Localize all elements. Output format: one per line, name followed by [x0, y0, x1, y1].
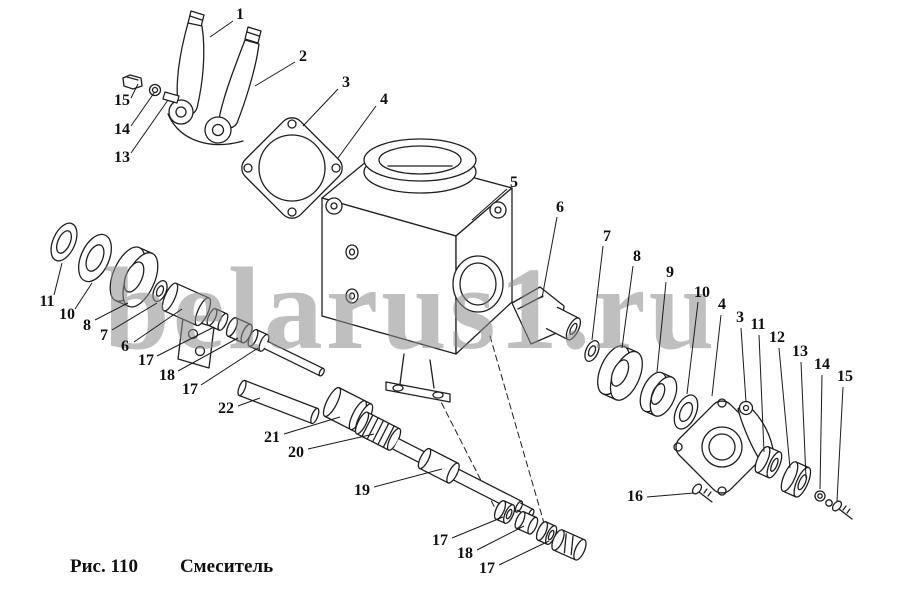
part-callout: 15	[837, 368, 853, 385]
part-callout: 17	[182, 381, 198, 398]
part-callout: 13	[792, 343, 808, 360]
part-callout: 13	[114, 149, 130, 166]
part-callout: 17	[432, 532, 448, 549]
left-ring-stack	[50, 222, 325, 377]
part-callout: 4	[380, 91, 388, 108]
figure-number: Рис. 110	[70, 556, 138, 577]
gasket	[241, 117, 343, 219]
part-callout: 16	[627, 488, 643, 505]
part-callout: 3	[736, 309, 744, 326]
figure-title: Смеситель	[179, 556, 274, 577]
part-callout: 7	[603, 228, 611, 245]
part-callout: 14	[814, 356, 830, 373]
bolt-16	[691, 483, 713, 503]
part-callout: 8	[633, 248, 641, 265]
part-callout: 11	[750, 316, 766, 333]
part-callout: 7	[100, 327, 108, 344]
part-callout: 11	[39, 293, 55, 310]
part-callout: 8	[83, 317, 91, 334]
part-callout: 6	[556, 199, 564, 216]
part-callout: 9	[666, 264, 674, 281]
shaft-19	[392, 438, 535, 518]
figure-caption: Рис. 110 Смеситель	[70, 556, 273, 578]
part-callout: 2	[299, 48, 307, 65]
right-coupling	[511, 286, 582, 345]
part-callout: 4	[718, 296, 726, 313]
housing	[321, 138, 513, 403]
part-callout: 5	[510, 174, 518, 191]
part-callout: 14	[114, 121, 130, 138]
part-callout: 20	[288, 444, 304, 461]
part-callout: 18	[457, 545, 473, 562]
part-callout: 18	[159, 367, 175, 384]
part-callout: 3	[342, 74, 350, 91]
part-callout: 21	[264, 429, 280, 446]
part-callout: 19	[354, 482, 370, 499]
part-callout: 22	[218, 400, 234, 417]
part-callout: 1	[236, 6, 244, 23]
part-callout: 10	[59, 306, 75, 323]
part-callout: 17	[479, 560, 495, 577]
lever-assembly	[122, 10, 262, 146]
part-callout: 15	[114, 92, 130, 109]
part-callout: 6	[121, 338, 129, 355]
part-callout: 10	[694, 284, 710, 301]
part-callout: 12	[769, 329, 785, 346]
part-callout: 17	[138, 352, 154, 369]
right-bearing-stack	[584, 340, 699, 430]
